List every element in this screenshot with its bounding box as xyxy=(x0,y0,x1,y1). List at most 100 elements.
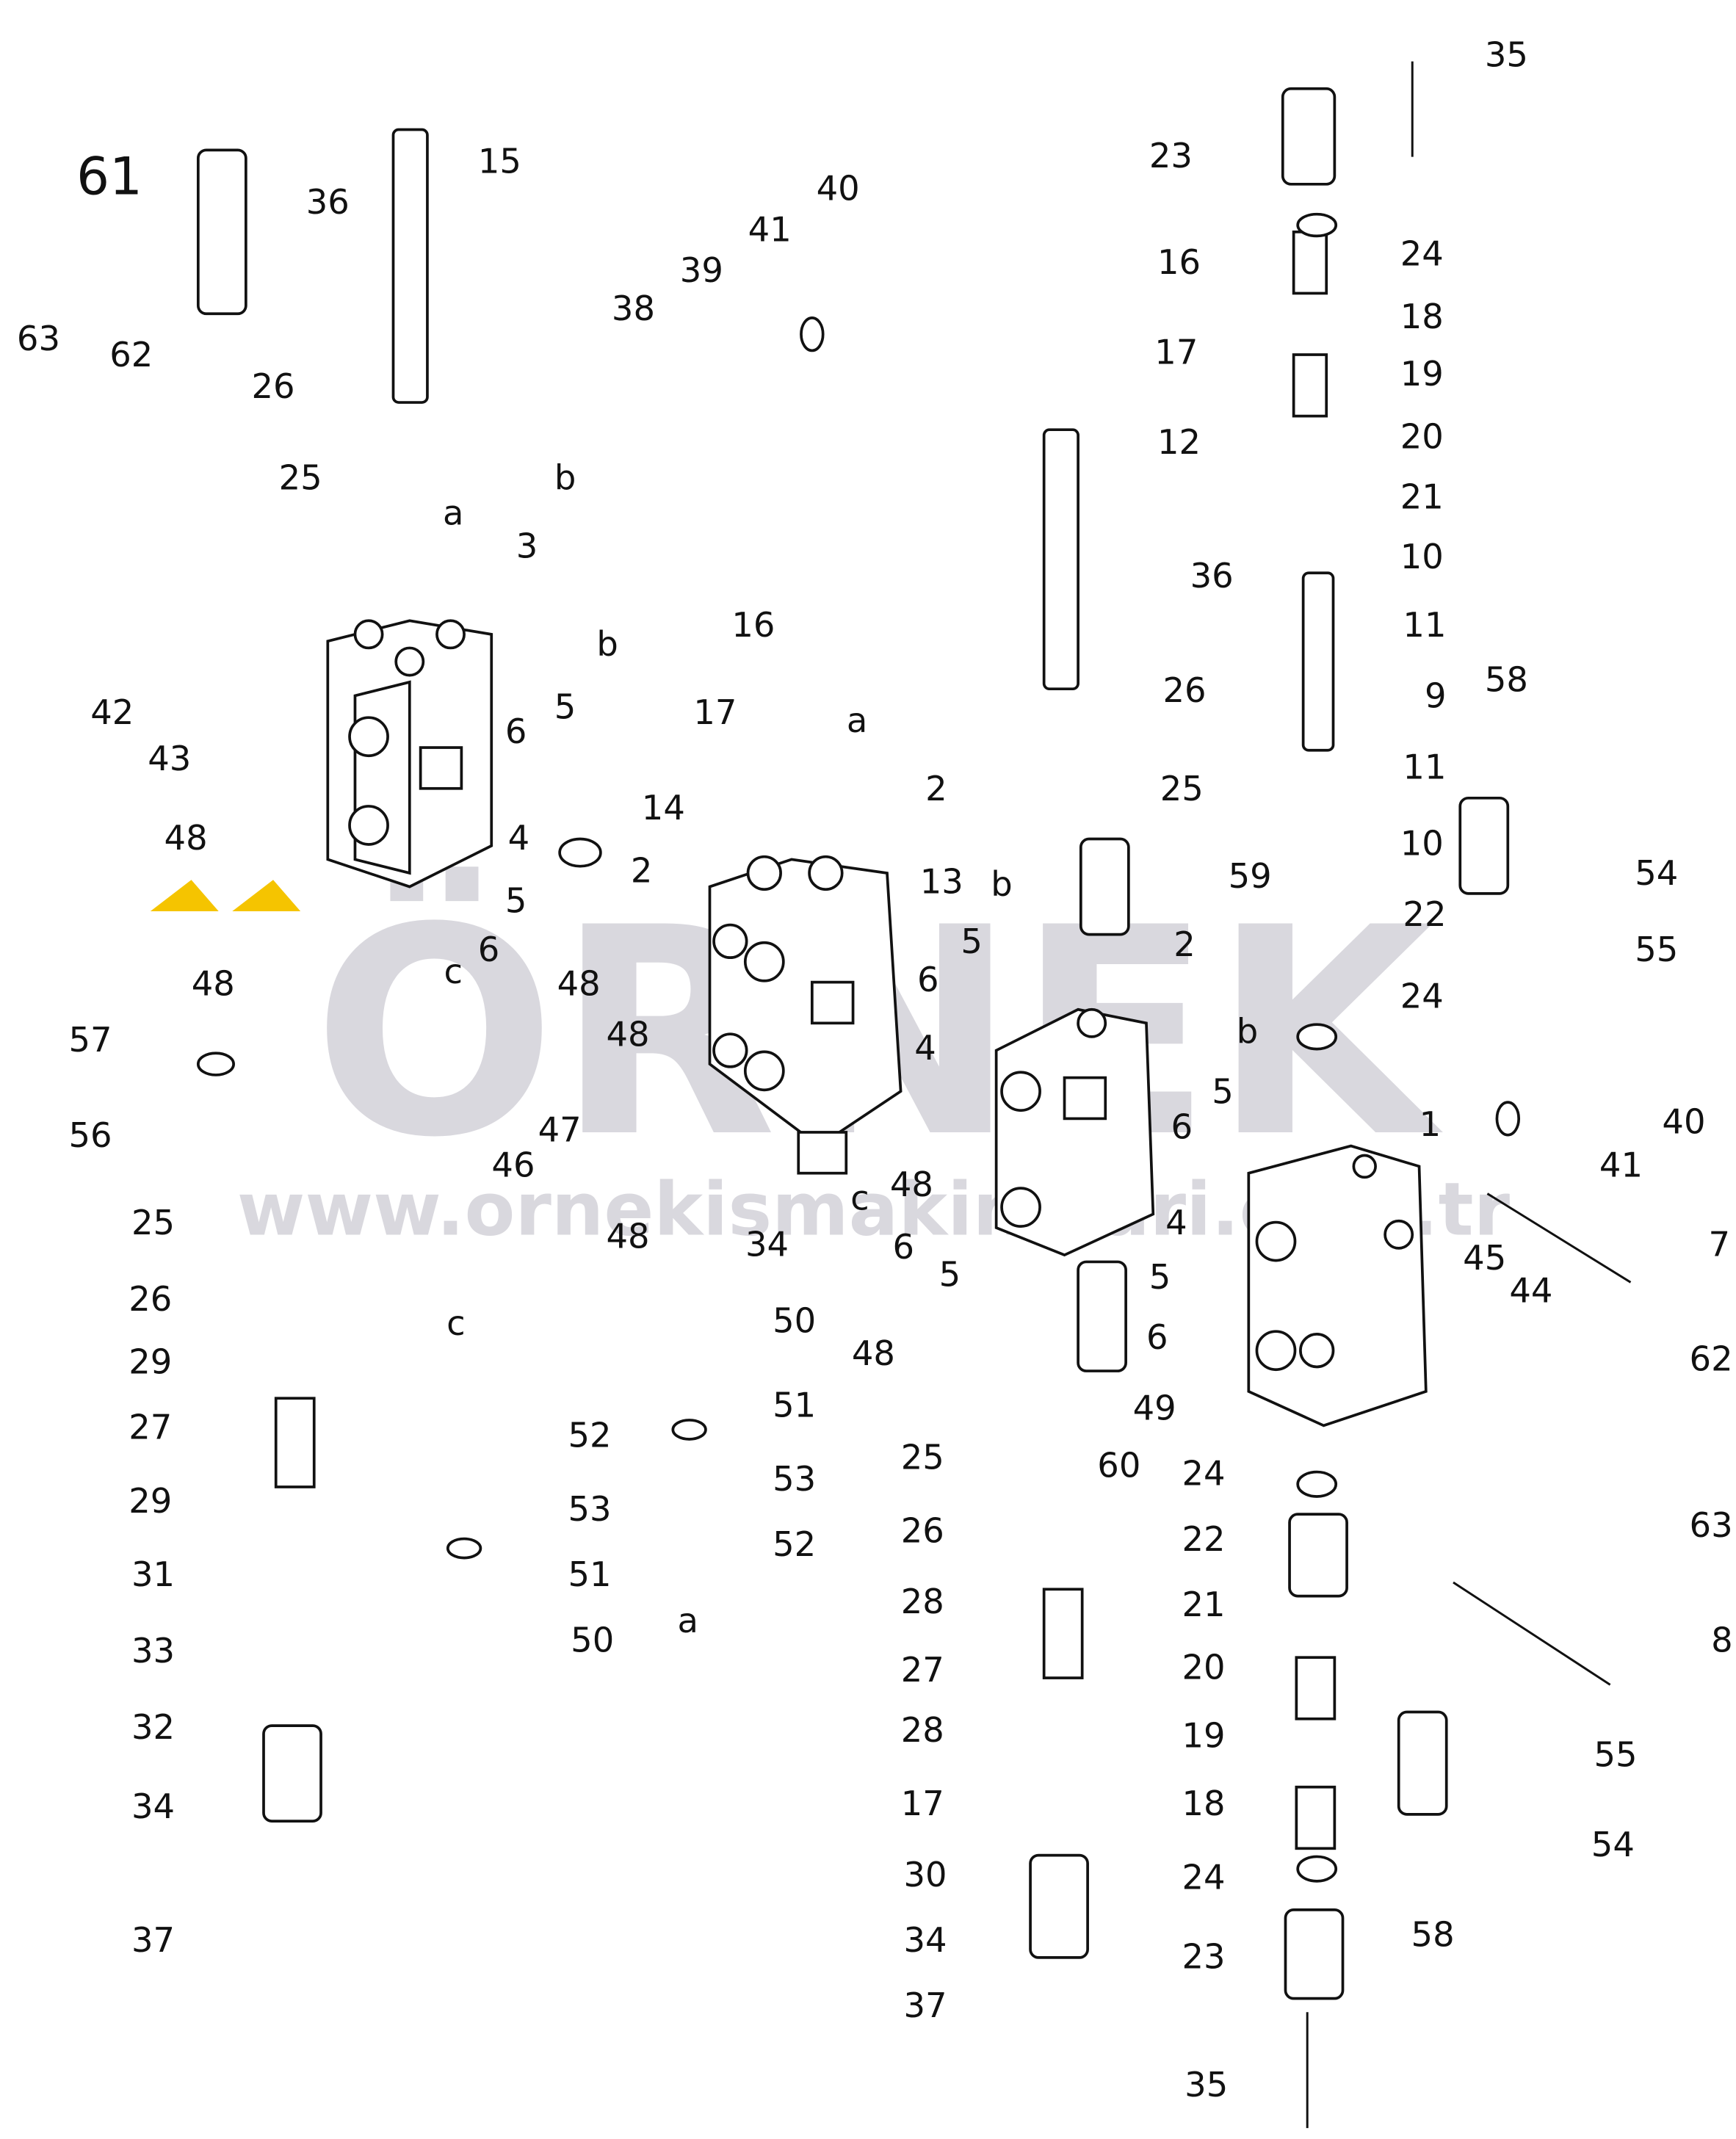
valve-section-right xyxy=(994,1007,1155,1257)
part-callout-number: 30 xyxy=(903,1855,947,1894)
part-callout-number: 32 xyxy=(131,1707,175,1747)
part-callout-number: 55 xyxy=(1594,1734,1638,1774)
part-callout-number: 34 xyxy=(131,1787,175,1826)
part-callout-number: 46 xyxy=(491,1145,535,1185)
part-callout-number: 10 xyxy=(1400,537,1444,576)
part-callout-number: 61 xyxy=(76,146,142,207)
part-callout-number: 42 xyxy=(90,692,134,732)
part-callout-number: 17 xyxy=(901,1784,944,1823)
part-callout-number: 2 xyxy=(1173,924,1196,964)
spool-parts xyxy=(196,61,1632,2129)
part-callout-number: 59 xyxy=(1229,856,1272,896)
part-callout-number: 35 xyxy=(1485,35,1528,75)
valve-section-inlet xyxy=(1247,1144,1428,1427)
part-callout-number: 34 xyxy=(903,1920,947,1960)
part-callout-number: 5 xyxy=(1212,1071,1234,1111)
part-callout-number: 48 xyxy=(852,1333,895,1373)
part-callout-number: 24 xyxy=(1182,1454,1225,1494)
valve-section-middle xyxy=(708,855,903,1175)
part-callout-number: 27 xyxy=(901,1650,944,1690)
view-reference-letter: c xyxy=(850,1178,869,1217)
part-callout-number: 36 xyxy=(1190,556,1234,596)
part-callout-number: 38 xyxy=(612,289,655,328)
part-callout-number: 6 xyxy=(478,930,500,969)
part-callout-number: 48 xyxy=(164,818,208,858)
part-callout-number: 58 xyxy=(1485,659,1528,699)
part-callout-number: 37 xyxy=(131,1920,175,1960)
part-callout-number: 33 xyxy=(131,1631,175,1671)
part-callout-number: 21 xyxy=(1182,1585,1225,1624)
part-callout-number: 48 xyxy=(890,1165,933,1204)
part-callout-number: 24 xyxy=(1182,1858,1225,1897)
part-callout-number: 2 xyxy=(631,850,653,890)
part-callout-number: 3 xyxy=(516,526,538,565)
view-reference-letter: c xyxy=(446,1303,466,1343)
part-callout-number: 48 xyxy=(606,1216,649,1256)
view-reference-letter: a xyxy=(678,1601,698,1640)
view-reference-letter: b xyxy=(596,624,618,664)
part-callout-number: 4 xyxy=(508,818,530,858)
part-callout-number: 27 xyxy=(129,1407,172,1447)
view-reference-letter: a xyxy=(847,701,867,740)
part-callout-number: 4 xyxy=(1165,1203,1187,1242)
part-callout-number: 10 xyxy=(1400,823,1444,863)
part-callout-number: 6 xyxy=(1171,1107,1193,1147)
part-callout-number: 51 xyxy=(568,1555,611,1594)
part-callout-number: 62 xyxy=(1690,1339,1733,1379)
part-callout-number: 29 xyxy=(129,1481,172,1521)
part-callout-number: 63 xyxy=(1690,1505,1733,1545)
part-callout-number: 50 xyxy=(773,1301,816,1341)
part-callout-number: 26 xyxy=(901,1511,944,1551)
part-callout-number: 60 xyxy=(1097,1445,1140,1485)
watermark-accent-mark xyxy=(232,880,301,911)
part-callout-number: 19 xyxy=(1182,1715,1225,1755)
part-callout-number: 24 xyxy=(1400,976,1444,1016)
part-callout-number: 11 xyxy=(1403,605,1446,645)
part-callout-number: 9 xyxy=(1425,676,1447,716)
part-callout-number: 55 xyxy=(1635,930,1678,969)
part-callout-number: 5 xyxy=(939,1254,961,1294)
part-callout-number: 4 xyxy=(914,1028,936,1068)
part-callout-number: 58 xyxy=(1411,1915,1455,1955)
part-callout-number: 1 xyxy=(1419,1104,1442,1144)
part-callout-number: 21 xyxy=(1400,477,1444,516)
part-callout-number: 23 xyxy=(1182,1936,1225,1976)
part-callout-number: 34 xyxy=(745,1225,789,1264)
part-callout-number: 18 xyxy=(1400,297,1444,336)
part-callout-number: 28 xyxy=(901,1582,944,1621)
part-callout-number: 7 xyxy=(1708,1225,1730,1264)
part-callout-number: 19 xyxy=(1400,354,1444,394)
part-callout-number: 31 xyxy=(131,1555,175,1594)
part-callout-number: 37 xyxy=(903,1986,947,2025)
part-callout-number: 5 xyxy=(505,880,527,920)
part-callout-number: 57 xyxy=(69,1020,112,1060)
view-reference-letter: a xyxy=(443,493,463,533)
part-callout-number: 48 xyxy=(606,1014,649,1054)
part-callout-number: 25 xyxy=(279,457,322,497)
part-callout-number: 28 xyxy=(901,1710,944,1750)
part-callout-number: 63 xyxy=(17,319,60,358)
part-callout-number: 52 xyxy=(568,1416,611,1455)
part-callout-number: 15 xyxy=(478,141,521,181)
part-callout-number: 22 xyxy=(1403,894,1446,934)
watermark-accent-mark xyxy=(150,880,219,911)
part-callout-number: 18 xyxy=(1182,1784,1225,1823)
part-callout-number: 25 xyxy=(1160,769,1204,808)
part-callout-number: 6 xyxy=(893,1227,915,1267)
part-callout-number: 54 xyxy=(1591,1825,1635,1864)
part-callout-number: 39 xyxy=(680,250,723,290)
part-callout-number: 40 xyxy=(817,169,860,209)
part-callout-number: 26 xyxy=(251,366,294,406)
part-callout-number: 11 xyxy=(1403,747,1446,786)
view-reference-letter: b xyxy=(991,864,1012,904)
part-callout-number: 41 xyxy=(748,209,792,249)
part-callout-number: 62 xyxy=(109,335,153,374)
part-callout-number: 13 xyxy=(920,861,963,901)
part-callout-number: 22 xyxy=(1182,1519,1225,1559)
part-callout-number: 52 xyxy=(773,1524,816,1564)
part-callout-number: 29 xyxy=(129,1342,172,1381)
part-callout-number: 25 xyxy=(901,1437,944,1477)
part-callout-number: 24 xyxy=(1400,234,1444,274)
view-reference-letter: c xyxy=(444,952,463,991)
part-callout-number: 17 xyxy=(1154,333,1198,372)
